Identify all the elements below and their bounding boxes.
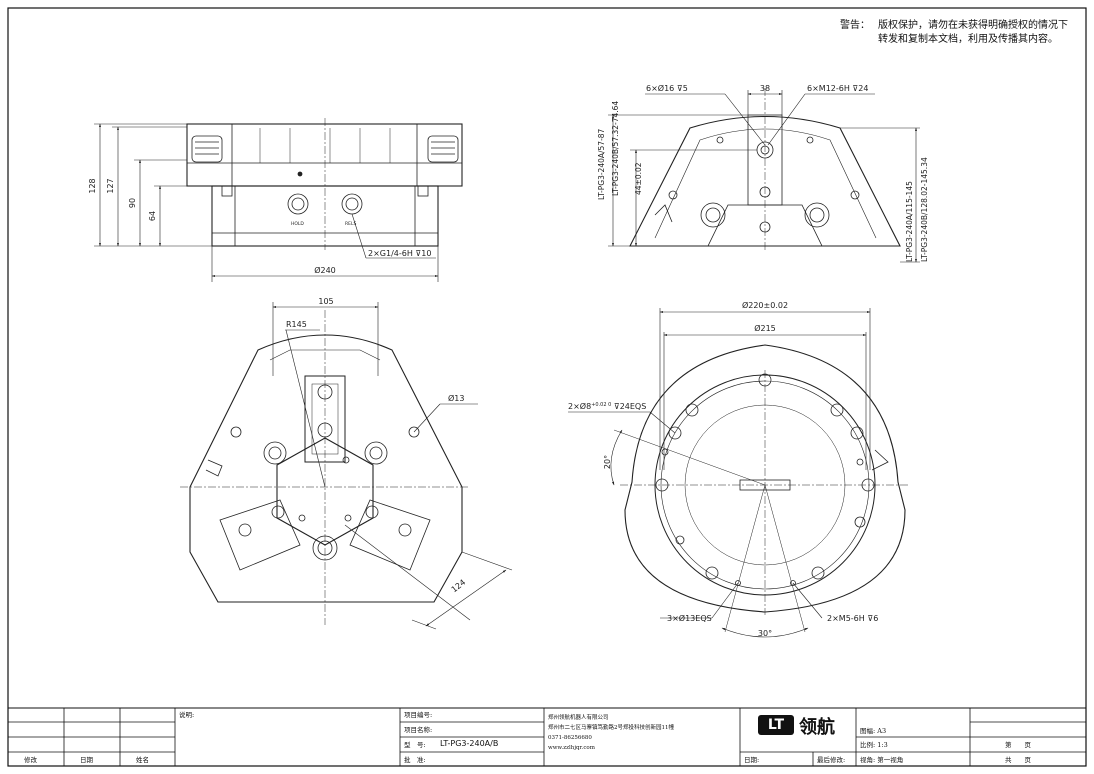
copyright-warning-label: 警告： <box>840 20 870 31</box>
dim-angle-20: 20° <box>603 455 612 469</box>
approve-label: 批 准: <box>404 756 426 764</box>
front-view <box>186 118 463 250</box>
dim-64: 64 <box>148 211 157 221</box>
project-name-label: 项目名称: <box>404 726 433 734</box>
copyright-warning-line2: 转发和复制本文档，利用及传播其内容。 <box>878 34 1058 45</box>
dim-90: 90 <box>128 198 137 208</box>
top-view-dimensions <box>272 302 513 630</box>
projection-view: 视角: 第一视角 <box>860 756 904 764</box>
dim-thread-ports: 2×G1/4-6H ⊽10 <box>368 249 431 258</box>
project-no-label: 项目编号: <box>404 711 433 719</box>
col-date: 日期 <box>80 756 93 764</box>
company-address: 郑州市二七区马寨镇笃勤路2号郑投科技创新园11幢 <box>548 725 674 731</box>
drawing-scale: 比例: 1:3 <box>860 741 888 749</box>
dim-127: 127 <box>106 178 115 193</box>
dim-r145: R145 <box>286 320 307 329</box>
side-view-dimensions <box>608 90 920 263</box>
dim-105: 105 <box>318 297 333 306</box>
dim-d240: Ø240 <box>314 265 336 275</box>
copyright-warning-line1: 版权保护，请勿在未获得明确授权的情况下 <box>878 20 1068 31</box>
dim-38: 38 <box>760 84 770 93</box>
dim-d13: Ø13 <box>448 393 464 403</box>
dim-44: 44±0.02 <box>634 162 643 195</box>
drawing-size: 图幅: A3 <box>860 727 887 735</box>
dim-travel-a2: LT-PG3-240B/57.32-74.64 <box>611 101 620 196</box>
dim-travel-a1: LT-PG3-240A/57-87 <box>597 128 606 200</box>
dim-d215: Ø215 <box>754 323 776 333</box>
model-value: LT-PG3-240A/B <box>440 739 499 748</box>
model-label: 型 号: <box>404 741 426 749</box>
sheet-total: 共 页 <box>1005 756 1031 764</box>
latest-date: 日期: <box>744 756 760 764</box>
title-block-grid <box>8 707 1086 766</box>
dim-d220: Ø220±0.02 <box>742 300 788 310</box>
dim-travel-b2: LT-PG3-240B/128.02-145.34 <box>920 157 929 262</box>
dim-6x16: 6×Ø16 ⊽5 <box>646 83 688 93</box>
bottom-view <box>613 344 910 633</box>
side-view <box>629 88 901 250</box>
company-phone: 0371-86256680 <box>548 735 592 741</box>
dim-angle-30: 30° <box>758 629 772 638</box>
sheet-border <box>7 7 1087 767</box>
front-view-dimensions <box>94 123 439 282</box>
company-logo-mark: LT <box>758 715 794 735</box>
dim-128: 128 <box>88 178 97 193</box>
sheet-number: 第 页 <box>1005 741 1031 749</box>
dim-travel-b1: LT-PG3-240A/115-145 <box>905 181 914 262</box>
dim-m12: 6×M12-6H ⊽24 <box>807 84 868 93</box>
dim-pin-holes: 2×Ø8+0.02 0 ⊽24EQS <box>568 401 646 411</box>
last-modified: 最后修改: <box>817 756 846 764</box>
dim-3x13: 3×Ø13EQS <box>667 613 712 623</box>
bottom-view-dimensions <box>568 308 871 638</box>
company-logo-text: 领航 <box>799 717 835 738</box>
top-view <box>180 310 470 625</box>
dim-124: 124 <box>450 578 468 595</box>
col-name: 姓名 <box>136 756 149 764</box>
company-name: 郑州领航机器人有限公司 <box>548 715 609 721</box>
port-label-rels: RELS <box>345 221 356 227</box>
company-website: www.zzlhjqr.com <box>548 745 595 751</box>
dim-m5: 2×M5-6H ⊽6 <box>827 614 878 623</box>
port-label-hold: HOLD <box>291 221 304 227</box>
remark-label: 说明: <box>179 711 195 719</box>
col-modify: 修改 <box>24 756 37 764</box>
